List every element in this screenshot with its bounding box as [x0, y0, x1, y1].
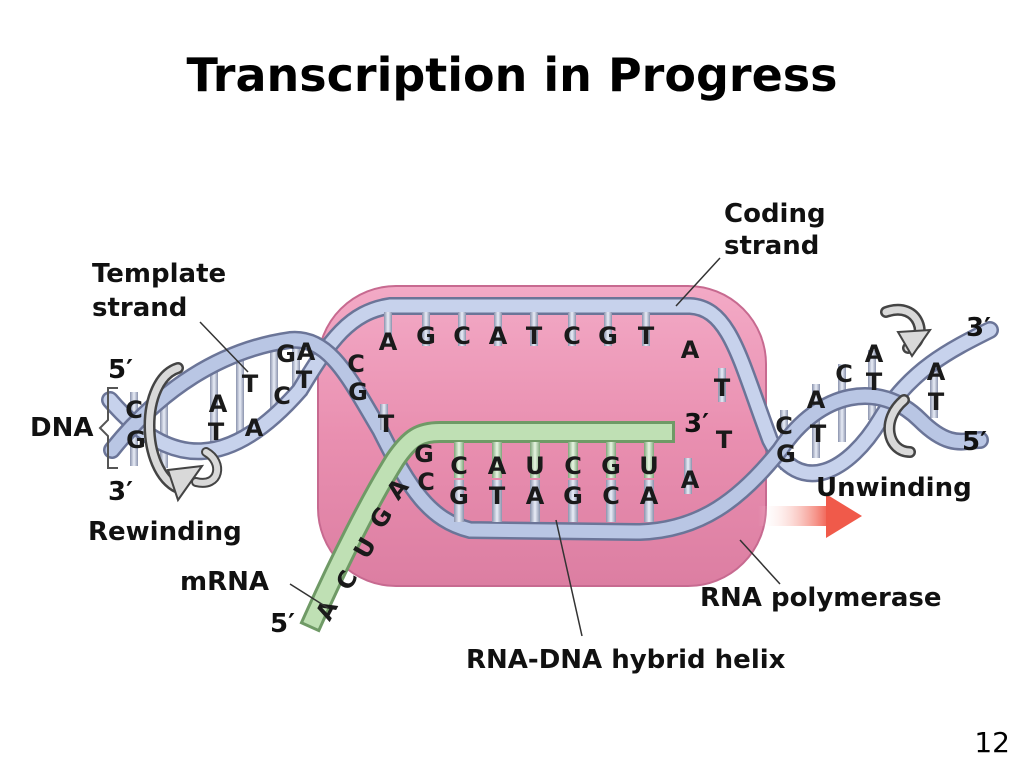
- template-base: T: [489, 482, 506, 510]
- coding-base: T: [716, 426, 733, 454]
- dna-base: G: [276, 340, 296, 368]
- coding-base: A: [489, 322, 508, 350]
- right-helix-bases: C G A T C A T A T: [775, 340, 946, 468]
- dna-base: T: [866, 368, 883, 396]
- coding-strand-label: Coding: [724, 199, 826, 229]
- coding-base: C: [453, 322, 471, 350]
- dna-base: T: [928, 388, 945, 416]
- dna-base: A: [209, 390, 228, 418]
- template-base: G: [449, 482, 469, 510]
- left-3prime-label: 3′: [108, 477, 133, 507]
- leader-lines: [199, 257, 781, 637]
- dna-base: C: [125, 396, 143, 424]
- left-helix-bases: C G A T T A G C A T: [125, 338, 316, 454]
- dna-base: T: [296, 366, 313, 394]
- template-base: A: [681, 466, 700, 494]
- template-hybrid-bases: G T A G C A: [449, 482, 659, 510]
- dna-label: DNA: [30, 413, 93, 443]
- coding-base: T: [638, 322, 655, 350]
- rna-base: G: [414, 440, 434, 468]
- rewinding-arrow-icon: [143, 362, 223, 503]
- coding-base: T: [526, 322, 543, 350]
- template-strand-label: strand: [92, 293, 187, 323]
- template-base: G: [348, 378, 368, 406]
- coding-top-bases: A G C A T C G T: [379, 322, 655, 356]
- template-base: G: [563, 482, 583, 510]
- template-base: A: [640, 482, 659, 510]
- direction-arrow-icon: [758, 494, 862, 538]
- coding-base: G: [416, 322, 436, 350]
- rna-base: C: [450, 452, 468, 480]
- template-base: T: [378, 410, 395, 438]
- left-5prime-label: 5′: [108, 355, 133, 385]
- rewinding-label: Rewinding: [88, 517, 242, 547]
- rna-base: A: [488, 452, 507, 480]
- slide-title: Transcription in Progress: [186, 48, 838, 102]
- rna-hybrid-bases: C A U C G U: [450, 452, 659, 480]
- rna-polymerase-label: RNA polymerase: [700, 583, 942, 613]
- dna-base: T: [208, 418, 225, 446]
- coding-top-rungs: [384, 312, 650, 346]
- rna-base: U: [639, 452, 659, 480]
- coding-base: G: [598, 322, 618, 350]
- coding-base: A: [379, 328, 398, 356]
- dna-base: A: [297, 338, 316, 366]
- template-base: C: [347, 350, 365, 378]
- coding-base: T: [714, 374, 731, 402]
- coding-base: C: [563, 322, 581, 350]
- unwinding-arrow-icon: [880, 303, 932, 458]
- dna-base: A: [807, 386, 826, 414]
- template-strand-label: Template: [92, 259, 226, 289]
- rna-base: U: [525, 452, 545, 480]
- dna-base: C: [775, 412, 793, 440]
- right-3prime-label: 3′: [966, 313, 991, 343]
- rna-base: G: [601, 452, 621, 480]
- dna-base: A: [865, 340, 884, 368]
- template-base: A: [526, 482, 545, 510]
- hybrid-helix-rungs: [454, 442, 654, 522]
- dna-base: G: [126, 426, 146, 454]
- mrna-5prime-label: 5′: [270, 609, 295, 639]
- bubble-3prime-label: 3′: [684, 409, 709, 439]
- template-base: C: [417, 468, 435, 496]
- dna-base: T: [810, 420, 827, 448]
- rna-base: C: [564, 452, 582, 480]
- bubble-edge-bases: C G T A T T A: [347, 336, 733, 494]
- coding-strand-label: strand: [724, 231, 819, 261]
- dna-base: A: [927, 358, 946, 386]
- page-number: 12: [974, 726, 1010, 759]
- dna-base: T: [242, 370, 259, 398]
- hybrid-helix-label: RNA-DNA hybrid helix: [466, 645, 786, 675]
- right-5prime-label: 5′: [962, 427, 987, 457]
- dna-base: A: [245, 414, 264, 442]
- dna-base: C: [273, 382, 291, 410]
- unwinding-label: Unwinding: [816, 473, 972, 503]
- template-base: C: [602, 482, 620, 510]
- dna-base: G: [776, 440, 796, 468]
- mrna-label: mRNA: [180, 567, 269, 597]
- dna-bracket: [98, 387, 118, 469]
- coding-base: A: [681, 336, 700, 364]
- dna-base: C: [835, 360, 853, 388]
